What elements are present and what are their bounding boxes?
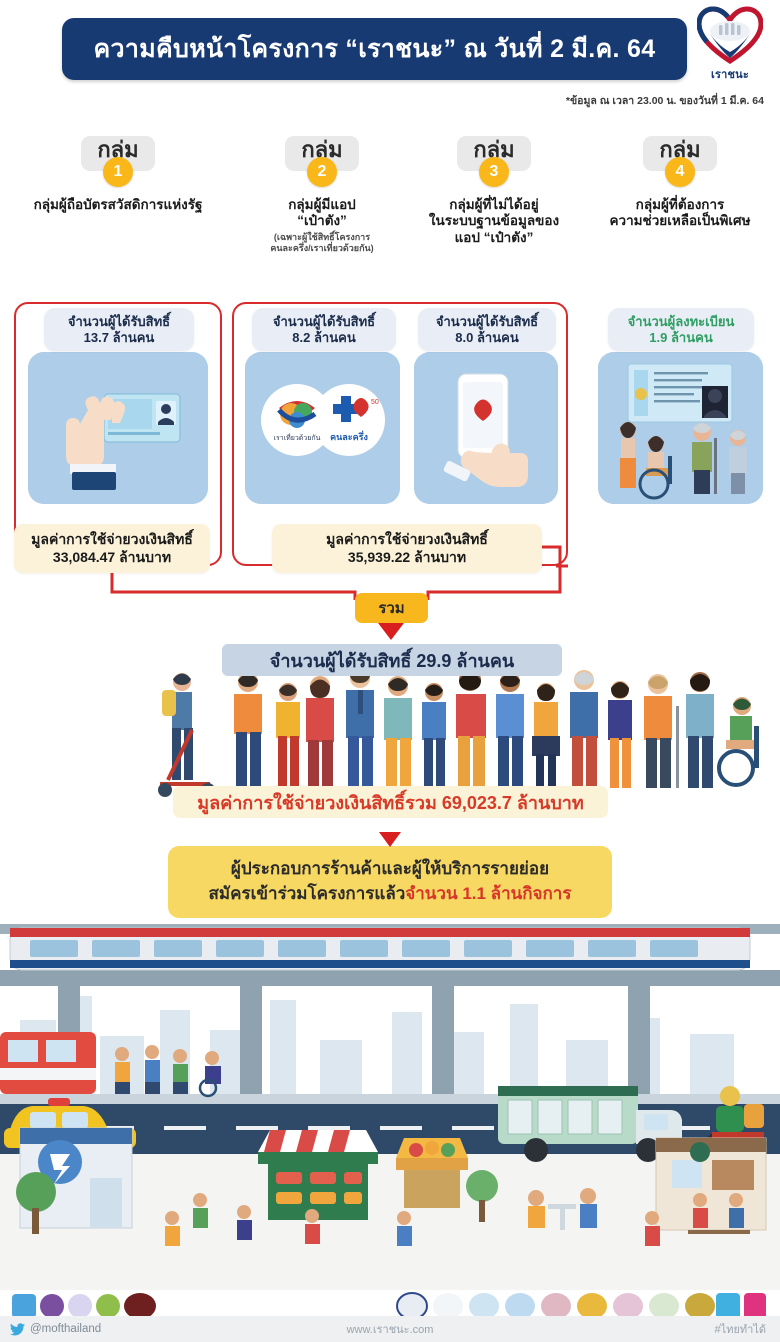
group-3-count-label: จำนวนผู้ได้รับสิทธิ์ — [435, 314, 539, 329]
city-street-scene — [0, 900, 780, 1290]
group-column-1: กลุ่ม 1 กลุ่มผู้ถือบัตรสวัสดิการแห่งรัฐ — [0, 136, 236, 213]
value-box-1-value: 33,084.47 ล้านบาท — [52, 548, 172, 565]
total-recipients-pill: จำนวนผู้ได้รับสิทธิ์ 29.9 ล้านคน — [222, 644, 562, 676]
data-footnote: *ข้อมูล ณ เวลา 23.00 น. ของวันที่ 1 มี.ค… — [565, 95, 764, 107]
group-3-count-value: 8.0 ล้านคน — [455, 329, 519, 345]
group-column-2: กลุ่ม 2 กลุ่มผู้มีแอป “เป๋าตัง” (เฉพาะผู… — [236, 136, 408, 254]
partner-logos — [0, 1292, 780, 1320]
group-number-3: 3 — [479, 157, 509, 187]
group-number-1: 1 — [103, 157, 133, 187]
group-subnote-2: (เฉพาะผู้ใช้สิทธิ์โครงการ คนละครึ่ง/เราเ… — [270, 231, 374, 253]
group-description-4: กลุ่มผู้ที่ต้องการ ความช่วยเหลือเป็นพิเศ… — [609, 197, 751, 229]
group-chip-1: กลุ่ม 1 — [81, 136, 155, 187]
merchant-summary-box: ผู้ประกอบการร้านค้าและผู้ให้บริการรายย่อ… — [168, 846, 612, 918]
group-chip-label-3: กลุ่ม — [473, 137, 515, 162]
value-box-2-label: มูลค่าการใช้จ่ายวงเงินสิทธิ์ — [326, 531, 488, 547]
city-street-market-scene-icon — [0, 900, 780, 1290]
footer-website[interactable]: www.เราชนะ.com — [346, 1324, 434, 1336]
group-1-illustration-card — [28, 352, 208, 504]
brand-caption: เราชนะ — [711, 69, 749, 81]
group-4-count-badge: จำนวนผู้ลงทะเบียน 1.9 ล้านคน — [608, 308, 754, 352]
special-needs-people-icon — [598, 352, 763, 504]
group-number-4: 4 — [665, 157, 695, 187]
group-number-2: 2 — [307, 157, 337, 187]
partner-logos-row-icon — [12, 1292, 766, 1320]
group-2-count-value: 8.2 ล้านคน — [292, 329, 356, 345]
merchant-line-2-highlight: จำนวน 1.1 ล้านกิจการ — [405, 884, 572, 903]
value-box-groups-2-3: มูลค่าการใช้จ่ายวงเงินสิทธิ์ 35,939.22 ล… — [272, 524, 542, 573]
group-description-2: กลุ่มผู้มีแอป “เป๋าตัง” — [288, 197, 356, 229]
value-box-2-value: 35,939.22 ล้านบาท — [347, 548, 467, 565]
group-1-count-badge: จำนวนผู้ได้รับสิทธิ์ 13.7 ล้านคน — [44, 308, 194, 352]
merchant-arrow-icon — [379, 832, 401, 847]
svg-text:50: 50 — [371, 399, 379, 406]
hand-holding-smartphone-icon — [414, 352, 558, 504]
heart-thai-flag-logo-icon — [697, 6, 763, 64]
group-chip-label-1: กลุ่ม — [97, 137, 139, 162]
group-3-count-badge: จำนวนผู้ได้รับสิทธิ์ 8.0 ล้านคน — [418, 308, 556, 352]
total-chip: รวม — [355, 593, 428, 623]
group-description-1: กลุ่มผู้ถือบัตรสวัสดิการแห่งรัฐ — [33, 197, 203, 212]
footer-bar: @mofthailand www.เราชนะ.com #ไทยทำได้ — [0, 1316, 780, 1342]
twitter-handle: @mofthailand — [30, 1323, 102, 1335]
total-value-bar: มูลค่าการใช้จ่ายวงเงินสิทธิ์รวม 69,023.7… — [173, 786, 608, 818]
twitter-footer-item[interactable]: @mofthailand — [10, 1322, 102, 1336]
group-column-3: กลุ่ม 3 กลุ่มผู้ที่ไม่ได้อยู่ ในระบบฐานข… — [408, 136, 580, 246]
group-4-count-label: จำนวนผู้ลงทะเบียน — [627, 314, 735, 329]
group-2-count-label: จำนวนผู้ได้รับสิทธิ์ — [272, 314, 376, 329]
svg-text:คนละครึ่ง: คนละครึ่ง — [330, 430, 368, 442]
group-2-illustration-card: เราเที่ยวด้วยกัน 50 คนละครึ่ง — [245, 352, 400, 504]
brand-logo: เราชนะ — [694, 6, 766, 88]
page-title: ความคืบหน้าโครงการ “เราชนะ” ณ วันที่ 2 ม… — [93, 35, 656, 63]
group-chip-2: กลุ่ม 2 — [285, 136, 359, 187]
merchant-line-2-plain: สมัครเข้าร่วมโครงการแล้ว — [208, 884, 406, 903]
group-description-3: กลุ่มผู้ที่ไม่ได้อยู่ ในระบบฐานข้อมูลของ… — [428, 197, 560, 245]
group-chip-3: กลุ่ม 3 — [457, 136, 531, 187]
group-4-count-value: 1.9 ล้านคน — [649, 329, 713, 345]
svg-text:เราเที่ยวด้วยกัน: เราเที่ยวด้วยกัน — [274, 433, 321, 442]
merchant-line-2: สมัครเข้าร่วมโครงการแล้วจำนวน 1.1 ล้านกิ… — [209, 882, 572, 907]
footer-hashtag: #ไทยทำได้ — [714, 1324, 766, 1336]
value-box-1-label: มูลค่าการใช้จ่ายวงเงินสิทธิ์ — [31, 531, 193, 547]
group-2-count-badge: จำนวนผู้ได้รับสิทธิ์ 8.2 ล้านคน — [252, 308, 396, 352]
group-1-count-value: 13.7 ล้านคน — [83, 329, 155, 345]
merchant-line-1: ผู้ประกอบการร้านค้าและผู้ให้บริการรายย่อ… — [230, 859, 550, 879]
page-title-bar: ความคืบหน้าโครงการ “เราชนะ” ณ วันที่ 2 ม… — [62, 18, 687, 80]
value-box-group-1: มูลค่าการใช้จ่ายวงเงินสิทธิ์ 33,084.47 ล… — [14, 524, 210, 573]
down-arrow-icon — [378, 623, 404, 640]
group-1-count-label: จำนวนผู้ได้รับสิทธิ์ — [67, 314, 171, 329]
twitter-bird-icon — [10, 1322, 25, 1335]
group-headers: กลุ่ม 1 กลุ่มผู้ถือบัตรสวัสดิการแห่งรัฐ … — [0, 136, 780, 291]
group-3-illustration-card — [414, 352, 558, 504]
program-logos-icon: เราเที่ยวด้วยกัน 50 คนละครึ่ง — [245, 352, 400, 504]
hand-holding-welfare-card-icon — [28, 352, 208, 504]
group-chip-label-2: กลุ่ม — [301, 137, 343, 162]
header: ความคืบหน้าโครงการ “เราชนะ” ณ วันที่ 2 ม… — [0, 0, 780, 120]
group-chip-4: กลุ่ม 4 — [643, 136, 717, 187]
group-chip-label-4: กลุ่ม — [659, 137, 701, 162]
group-4-illustration-card — [598, 352, 763, 504]
group-column-4: กลุ่ม 4 กลุ่มผู้ที่ต้องการ ความช่วยเหลือ… — [580, 136, 780, 230]
